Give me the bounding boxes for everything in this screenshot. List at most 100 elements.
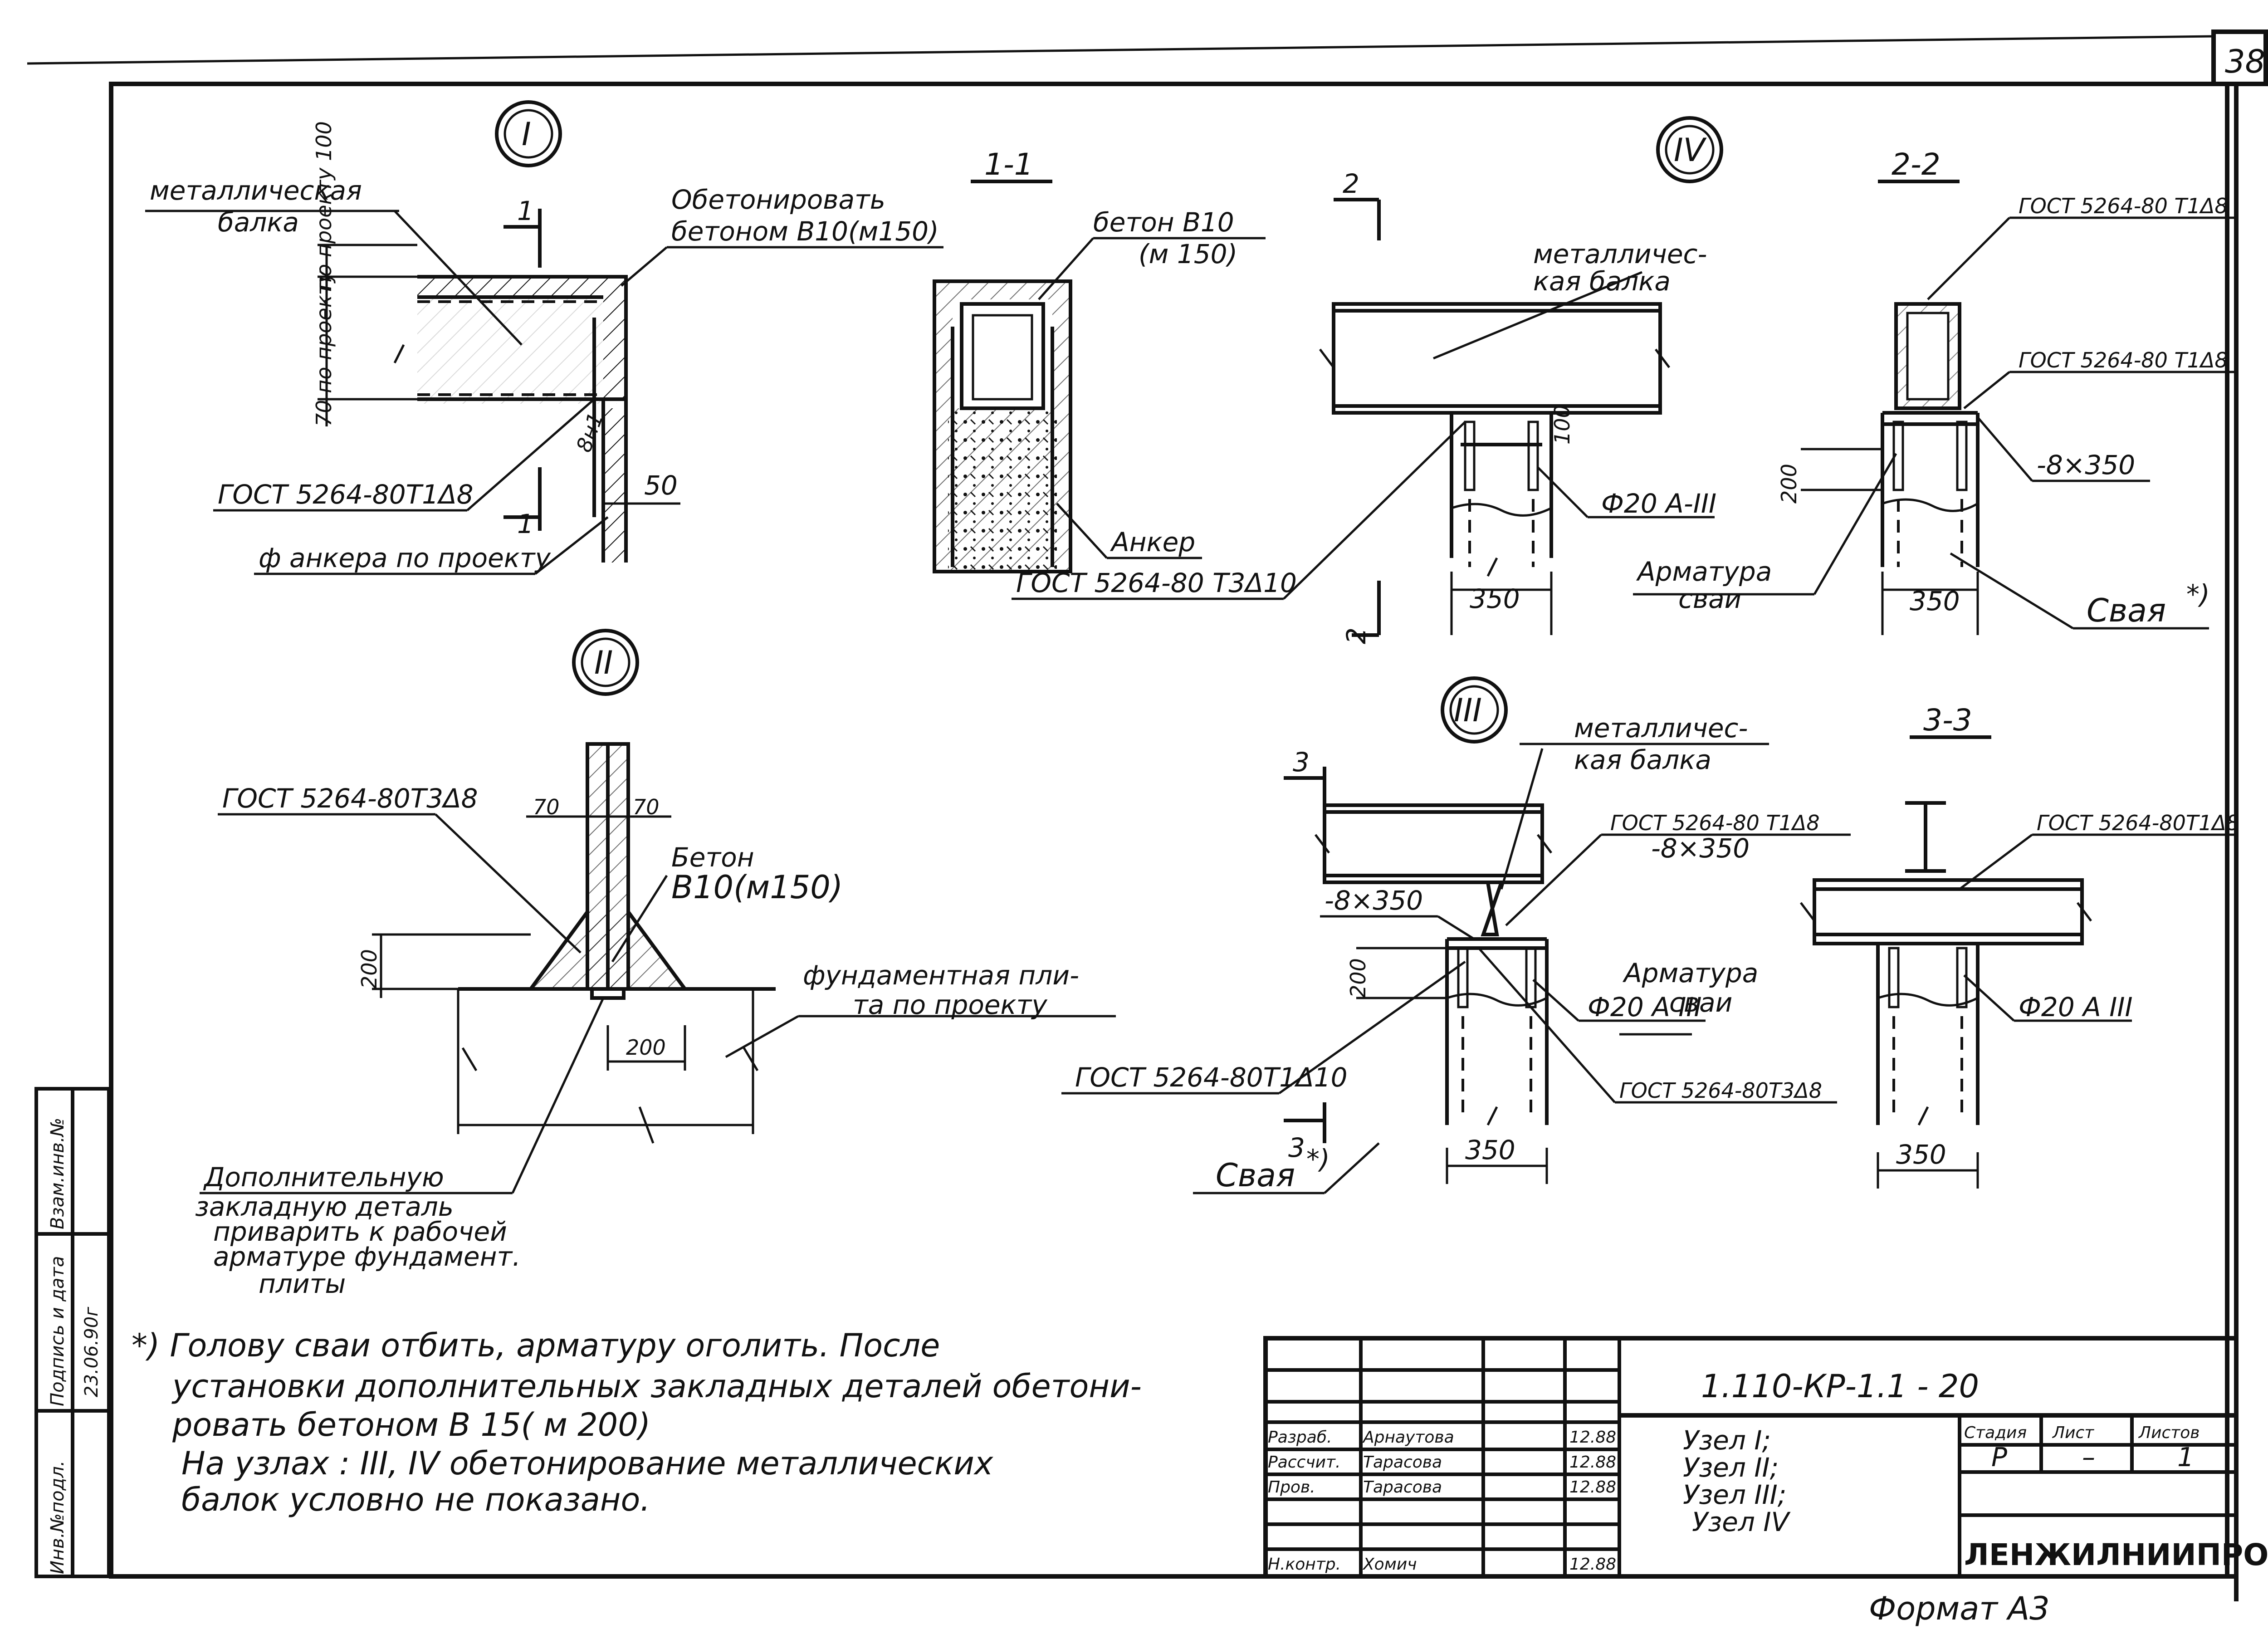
node-II-dim-200v: 200 (357, 949, 381, 989)
node-III-dim-350: 350 (1465, 1135, 1515, 1165)
node-II-concrete-1: Бетон (671, 842, 754, 873)
section-1-1-title: 1-1 (984, 147, 1033, 182)
section-2-2-rebar-2: сваи (1678, 583, 1741, 614)
node-I-anchor: ф анкера по проекту (259, 543, 551, 573)
node-II-foundation-1: фундаментная пли- (803, 960, 1079, 991)
node-III-marker: III (1454, 692, 1482, 729)
section-2-2-plate: -8×350 (2037, 450, 2135, 480)
section-2-2: 2-2 350 200 ГОСТ 5264-80 Т1Δ8 ГОСТ 5264-… (1633, 147, 2236, 635)
node-III-cut-top: 3 (1293, 747, 1310, 778)
node-II-dim-70a: 70 (533, 795, 560, 819)
section-1-1-concrete-1: бетон В10 (1093, 207, 1234, 238)
node-II-note-4: арматуре фундамент. (213, 1241, 521, 1272)
row-3-date: 12.88 (1569, 1555, 1616, 1574)
node-IV-marker: IV (1674, 132, 1707, 169)
org-name: ЛЕНЖИЛНИИПРОЕКТ (1964, 1537, 2268, 1572)
section-2-2-asterisk: *) (2186, 579, 2210, 610)
section-1-1-concrete-2: (м 150) (1139, 239, 1237, 269)
sheets-value: 1 (2177, 1442, 2194, 1473)
title-block: 1.110-КР-1.1 - 20 Разраб. Арнаутова 12.8… (1263, 1336, 2268, 1579)
footnote-line-2: установки дополнительных закладных детал… (171, 1368, 1142, 1405)
row-1-name: Тарасова (1363, 1453, 1442, 1472)
section-3-3-title: 3-3 (1923, 703, 1972, 738)
title-line-1: Узел I; (1683, 1425, 1771, 1456)
node-IV-beam-label-2: кая балка (1533, 266, 1671, 297)
row-1-date: 12.88 (1569, 1453, 1616, 1472)
node-II-foundation-2: та по проекту (853, 989, 1047, 1020)
node-IV-detail: IV 2 350 100 2 металличес- кая балка Ф20… (1283, 116, 1723, 644)
node-I-detail: I 70 по проекту по проекту 100 1 1 50 8н… (145, 100, 943, 575)
format-label: Формат А3 (1869, 1590, 2050, 1627)
footnote-line-5: балок условно не показано. (181, 1481, 650, 1518)
footnote: *) Голову сваи отбить, арматуру оголить.… (132, 1327, 1142, 1518)
sheet-value: – (2082, 1442, 2095, 1473)
node-II-concrete-2: В10(м150) (671, 869, 843, 906)
node-III-gost-top: ГОСТ 5264-80 Т1Δ8 (1610, 811, 1820, 835)
node-II-note-3: приварить к рабочей (213, 1216, 507, 1247)
row-3-role: Н.контр. (1268, 1555, 1341, 1574)
node-III-asterisk: *) (1306, 1144, 1330, 1174)
row-2-role: Пров. (1268, 1478, 1315, 1497)
row-2-name: Тарасова (1363, 1478, 1442, 1497)
node-II-gost: ГОСТ 5264-80Т3Δ8 (222, 783, 478, 814)
node-III-rebar: Ф20 А III (1588, 992, 1702, 1023)
node-III-plate-a: -8×350 (1325, 885, 1423, 916)
section-3-3-gost: ГОСТ 5264-80Т1Δ8 (2037, 811, 2239, 835)
sheets-header: Листов (2138, 1424, 2200, 1442)
node-III-gost-right: ГОСТ 5264-80Т3Δ8 (1619, 1078, 1822, 1103)
section-3-3-dim-350: 350 (1896, 1139, 1946, 1170)
stage-header: Стадия (1964, 1424, 2027, 1442)
node-IV-dim-100: 100 (1550, 405, 1574, 445)
node-II-note-1: Дополнительную (203, 1162, 444, 1193)
node-IV-cut-top: 2 (1343, 168, 1359, 199)
section-1-1-anchor: Анкер (1110, 527, 1195, 558)
node-I-dim-70: 70 по проекту (312, 270, 336, 426)
node-III-pile: Свая (1216, 1157, 1295, 1194)
row-0-role: Разраб. (1268, 1428, 1332, 1447)
section-2-2-dim-350: 350 (1910, 586, 1960, 616)
section-1-1-gost: ГОСТ 5264-80 Т3Δ10 (1016, 568, 1297, 598)
section-2-2-title: 2-2 (1892, 147, 1941, 182)
section-3-3-rebar: Ф20 А III (2019, 992, 2133, 1023)
node-III-cut-bottom: 3 (1288, 1132, 1305, 1163)
section-2-2-pile: Свая (2087, 592, 2166, 629)
page-number: 38 (2225, 43, 2265, 80)
side-stamp-replace: Взам.инв.№ (47, 1118, 68, 1229)
section-2-2-gost-mid: ГОСТ 5264-80 Т1Δ8 (2019, 348, 2228, 372)
section-3-3: 3-3 350 ГОСТ 5264-80Т1Δ8 Ф20 А III (1800, 703, 2239, 1189)
node-I-cut-top: 1 (517, 196, 534, 226)
node-I-cut-bottom: 1 (517, 509, 534, 539)
node-II-marker: II (594, 644, 613, 681)
node-IV-beam-label-1: металличес- (1533, 239, 1707, 269)
side-stamp-sign: Подпись и дата (47, 1256, 68, 1406)
row-0-date: 12.88 (1569, 1428, 1616, 1447)
node-I-marker: I (522, 116, 531, 153)
stage-value: Р (1991, 1442, 2007, 1473)
node-III-plate-b: -8×350 (1651, 833, 1750, 864)
node-IV-cut-bottom: 2 (1341, 627, 1372, 644)
node-II-detail: II 200 200 70 70 ГОСТ 5264-80Т3Δ8 Бетон … (195, 629, 1116, 1299)
title-line-4: Узел IV (1692, 1507, 1791, 1537)
node-III-beam-label-1: металличес- (1574, 713, 1748, 744)
node-III-gost-left: ГОСТ 5264-80Т1Δ10 (1075, 1062, 1347, 1093)
row-2-date: 12.88 (1569, 1478, 1616, 1497)
title-line-2: Узел II; (1683, 1452, 1779, 1483)
node-II-dim-200h: 200 (626, 1035, 666, 1060)
section-1-1: 1-1 бетон В10 (м 150) Анкер ГОСТ 5264-80… (933, 147, 1297, 600)
node-II-note-5: плиты (259, 1268, 346, 1299)
footnote-line-1: *) Голову сваи отбить, арматуру оголить.… (132, 1327, 940, 1364)
node-I-concrete-label-1: Обетонировать (671, 184, 885, 215)
node-III-beam-label-2: кая балка (1574, 744, 1711, 775)
title-line-3: Узел III; (1683, 1479, 1786, 1510)
node-III-rebar-label-1: Арматура (1622, 958, 1758, 988)
node-I-concrete-label-2: бетоном В10(м150) (671, 216, 939, 247)
section-2-2-rebar-1: Арматура (1636, 556, 1772, 587)
row-1-role: Рассчит. (1268, 1453, 1340, 1472)
node-IV-dim-350: 350 (1470, 583, 1520, 614)
side-stamp-invno: Инв.№подл. (47, 1460, 68, 1574)
node-III-detail: III 3 350 200 3 металличес- кая балка (1061, 676, 1851, 1194)
node-I-gost: ГОСТ 5264-80Т1Δ8 (218, 479, 474, 510)
node-I-beam-label-2: балка (218, 207, 299, 238)
node-I-beam-label-1: металлическая (150, 175, 362, 206)
